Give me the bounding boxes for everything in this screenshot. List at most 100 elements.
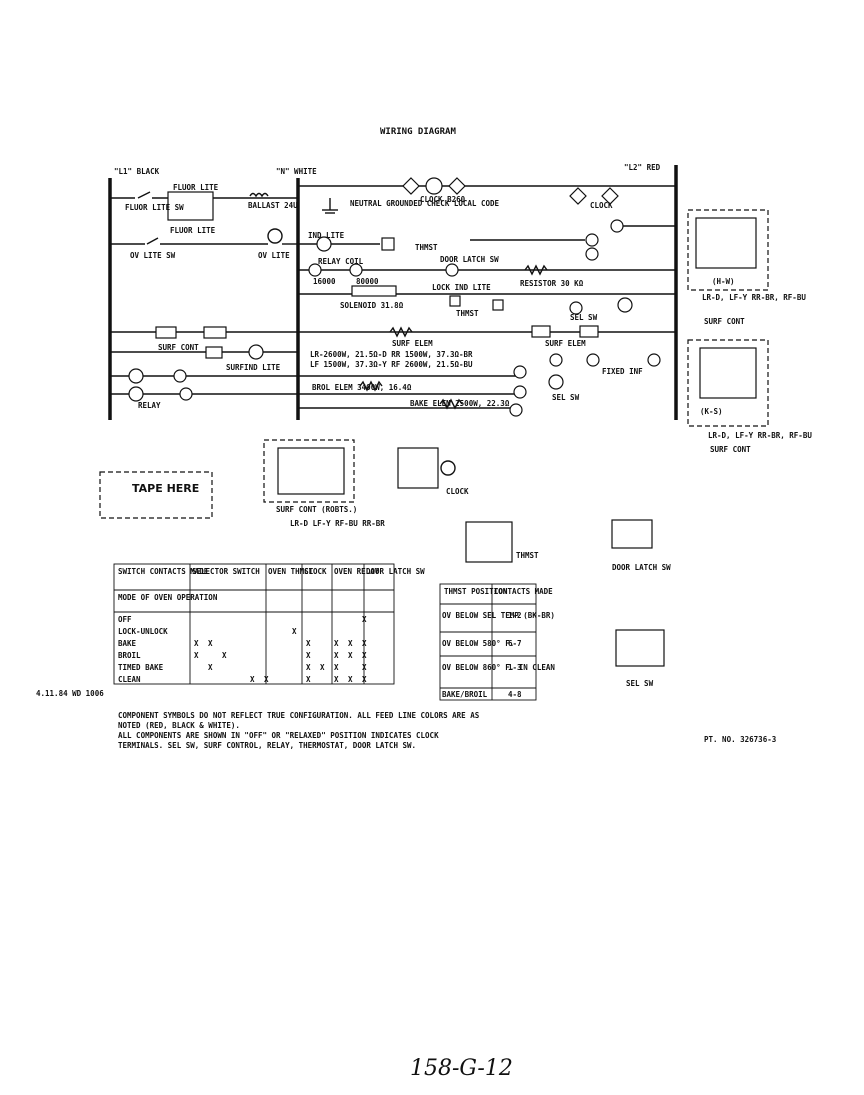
switch-row-mark: X: [348, 675, 353, 684]
surfind-lite-label: SURFIND LITE: [226, 363, 281, 372]
switch-row-mark: X: [334, 639, 339, 648]
door-latch-sw-label: DOOR LATCH SW: [440, 255, 499, 264]
clock-part-label: CLOCK: [446, 487, 469, 496]
switch-row-mark: X: [292, 627, 297, 636]
bus-label-l1: "L1" BLACK: [114, 167, 160, 176]
switch-row-mark: X: [264, 675, 269, 684]
surf-cont-robts-part: SURF CONT (ROBTS.) LR-D LF-Y RF-BU RR-BR: [263, 439, 385, 528]
tape-here-label: TAPE HERE: [132, 482, 199, 495]
relay-rows: RELAY BROL ELEM 3400W, 16.4Ω SEL SW BAKE…: [110, 365, 580, 417]
switch-row-mark: X: [250, 675, 255, 684]
thmst-row-position: OV BELOW SEL TEMP (BK-BR): [442, 611, 555, 620]
ov-lite-label: OV LITE: [258, 251, 290, 260]
surf-cont-ks-title: SURF CONT: [710, 445, 751, 454]
surface-elements-row: SURF CONT SURF ELEM SURFIND LITE LR-2600…: [110, 325, 676, 376]
clock-label: CLOCK: [590, 201, 613, 210]
surf-cont-robts-label: SURF CONT (ROBTS.): [276, 505, 357, 514]
switch-row-mark: X: [334, 675, 339, 684]
bake-elem-label: BAKE ELEM 2500W, 22.3Ω: [410, 399, 510, 408]
surf-cont-hw-box: (H-W) LR-D, LF-Y RR-BR, RF-BU SURF CONT: [687, 209, 806, 326]
ballast-label: BALLAST 24U: [248, 201, 298, 210]
ov-lite-sw-label: OV LITE SW: [130, 251, 176, 260]
thmst-row-contacts: 1-3: [508, 663, 522, 672]
sel-sw-part-label: SEL SW: [626, 679, 654, 688]
switch-row-mark: X: [222, 651, 227, 660]
footnote-line-4: TERMINALS. SEL SW, SURF CONTROL, RELAY, …: [118, 741, 416, 750]
surf-cont-hw-title: SURF CONT: [704, 317, 745, 326]
fluor-lite-circuit: FLUOR LITE SW FLUOR LITE FLUOR LITE BALL…: [110, 183, 298, 235]
relay-coil-row: RELAY COIL 16000 RESISTOR 30 KΩ LOCK IND…: [298, 257, 676, 292]
surf-cont-ks-label: (K-S): [700, 407, 723, 416]
switch-row-mark: X: [362, 639, 367, 648]
footnote: COMPONENT SYMBOLS DO NOT REFLECT TRUE CO…: [118, 711, 480, 750]
solenoid-row: 80000 SOLENOID 31.8Ω THMST SEL SW: [298, 277, 676, 322]
footnote-line-2: NOTED (RED, BLACK & WHITE).: [118, 721, 240, 730]
thmst-position-header: THMST POSITION: [444, 587, 508, 596]
clock-header: CLOCK: [304, 567, 327, 576]
neutral-ground-label: NEUTRAL GROUNDED CHECK LOCAL CODE: [350, 199, 499, 208]
door-latch-header: DOOR LATCH SW: [366, 567, 425, 576]
switch-row-mark: X: [362, 663, 367, 672]
footnote-line-3: ALL COMPONENTS ARE SHOWN IN "OFF" OR "RE…: [118, 731, 439, 740]
switch-row-mark: X: [306, 663, 311, 672]
handwritten-code: 158-G-12: [410, 1056, 513, 1081]
clock-b260-label: CLOCK B260: [420, 195, 466, 204]
surf-cont-ks-codes: LR-D, LF-Y RR-BR, RF-BU: [708, 431, 812, 440]
switch-row-mark: X: [348, 651, 353, 660]
thmst-row-position: OV BELOW 860° F. IN CLEAN: [442, 663, 555, 672]
switch-row-mode: OFF: [118, 615, 132, 624]
thmst-part: THMST: [465, 521, 539, 563]
switch-row-mark: X: [362, 615, 367, 624]
thmst-table-rows: OV BELOW SEL TEMP (BK-BR)1-2OV BELOW 580…: [442, 611, 555, 699]
surf-elem-ratings-2: LF 1500W, 37.3Ω-Y RF 2600W, 21.5Ω-BU: [310, 360, 473, 369]
switch-row-mark: X: [208, 663, 213, 672]
surf-elem-label-2: SURF ELEM: [545, 339, 586, 348]
surf-cont-robts-codes: LR-D LF-Y RF-BU RR-BR: [290, 519, 385, 528]
thmst-row-contacts: 4-8: [508, 690, 522, 699]
thmst-row-position: BAKE/BROIL: [442, 690, 488, 699]
fluor-lite-top-label: FLUOR LITE: [173, 183, 219, 192]
mode-label: MODE OF OVEN OPERATION: [118, 593, 218, 602]
clock-motor-row: CLOCK B260 CLOCK: [298, 177, 676, 210]
thmst-row-position: OV BELOW 580° F.: [442, 639, 514, 648]
surf-cont-hw-codes: LR-D, LF-Y RR-BR, RF-BU: [702, 293, 806, 302]
ind-lite-row: IND LITE THMST DOOR LATCH SW: [298, 219, 676, 264]
switch-row-mark: X: [306, 651, 311, 660]
thmst-row-contacts: 6-7: [508, 639, 522, 648]
bus-label-n: "N" WHITE: [276, 167, 317, 176]
diagram-title: WIRING DIAGRAM: [380, 127, 456, 137]
surf-elem-ratings: LR-2600W, 21.5Ω-D RR 1500W, 37.3Ω-BR: [310, 350, 473, 359]
fluor-lite-sw-label: FLUOR LITE SW: [125, 203, 184, 212]
surf-elem-label: SURF ELEM: [392, 339, 433, 348]
relay-label: RELAY: [138, 401, 161, 410]
sel-sw-part: SEL SW: [615, 629, 665, 688]
switch-row-mark: X: [208, 639, 213, 648]
bus-label-l2: "L2" RED: [624, 163, 661, 172]
sel-sw-label: SEL SW: [570, 313, 598, 322]
thmst-table: THMST POSITION CONTACTS MADE OV BELOW SE…: [439, 583, 555, 701]
thmst-label-2: THMST: [456, 309, 479, 318]
door-latch-part-label: DOOR LATCH SW: [612, 563, 671, 572]
r16000-label: 16000: [313, 277, 336, 286]
ov-lite-circuit: OV LITE SW OV LITE: [110, 228, 298, 260]
relay-coil-label: RELAY COIL: [318, 257, 364, 266]
switch-table-header: SWITCH CONTACTS MADE: [118, 567, 209, 576]
ind-lite-label: IND LITE: [308, 231, 345, 240]
solenoid-label: SOLENOID 31.8Ω: [340, 301, 404, 310]
surf-cont-hw-label: (H-W): [712, 277, 735, 286]
door-latch-part: DOOR LATCH SW: [611, 519, 671, 572]
oven-relay-header: OVEN RELAY: [334, 567, 380, 576]
neutral-ground: NEUTRAL GROUNDED CHECK LOCAL CODE: [322, 198, 499, 214]
thmst-part-label: THMST: [516, 551, 539, 560]
lock-ind-lite-label: LOCK IND LITE: [432, 283, 491, 292]
switch-row-mark: X: [348, 639, 353, 648]
switch-row-mark: X: [334, 651, 339, 660]
switch-row-mark: X: [306, 639, 311, 648]
oven-thmst-header: OVEN THMST: [268, 567, 314, 576]
switch-row-mark: X: [194, 639, 199, 648]
switch-row-mark: X: [320, 663, 325, 672]
tape-here-box: TAPE HERE: [99, 471, 213, 519]
switch-row-mark: X: [334, 663, 339, 672]
